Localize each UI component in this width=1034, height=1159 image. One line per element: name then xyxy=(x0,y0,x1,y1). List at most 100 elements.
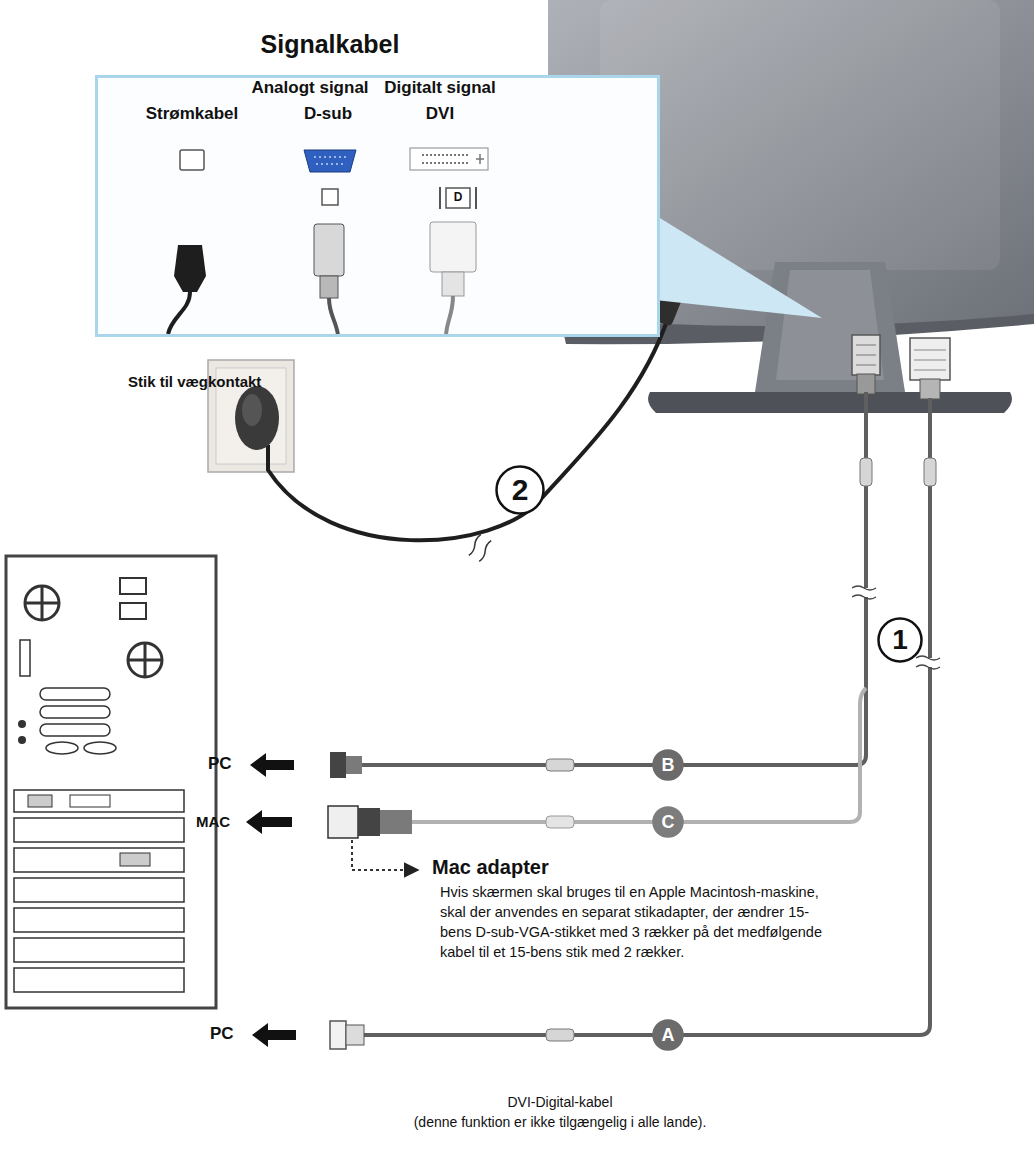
inset-heading: Signalkabel xyxy=(205,30,455,59)
pc-tower-part xyxy=(18,736,26,744)
pc-tower-part xyxy=(14,908,184,932)
signal-inset-part xyxy=(442,272,464,296)
pc-tower-part xyxy=(40,724,110,736)
pc-connectors-part xyxy=(330,752,346,778)
connector-name: DVI xyxy=(410,104,470,124)
signal-cable-part xyxy=(860,458,872,486)
signal-inset-part xyxy=(430,222,476,272)
pc-tower-part xyxy=(120,578,146,594)
pc-connectors-part xyxy=(346,1025,364,1045)
computer-label: PC xyxy=(208,754,248,774)
adapter-note: Hvis skærmen skal bruges til en Apple Ma… xyxy=(440,882,832,962)
callout-text: B xyxy=(662,756,675,774)
signal-inset-part xyxy=(476,154,484,164)
pc-tower-part xyxy=(14,968,184,992)
signal-inset-part xyxy=(446,188,470,208)
pc-tower-part xyxy=(120,603,146,619)
power-cord-part xyxy=(268,318,668,540)
callout-text: C xyxy=(662,813,675,831)
power-cord-part xyxy=(235,386,279,450)
pc-connectors-part xyxy=(352,840,418,870)
pc-tower-part xyxy=(70,795,110,807)
signal-inset-part xyxy=(440,187,476,209)
monitor-plugs-part xyxy=(857,374,875,394)
pc-tower-part xyxy=(128,643,162,677)
outlet-label: Stik til vægkontakt xyxy=(128,373,328,390)
power-cord-part xyxy=(242,394,262,426)
monitor-back-part xyxy=(755,262,905,392)
pc-tower-part xyxy=(46,742,78,754)
cable-note: (denne funktion er ikke tilgængelig i al… xyxy=(300,1114,820,1130)
pc-connectors-part xyxy=(250,753,294,777)
signal-inset-part xyxy=(174,245,206,292)
callout-number: 1 xyxy=(877,617,923,663)
monitor-plugs-part xyxy=(856,345,876,346)
pc-tower-part xyxy=(20,640,30,676)
signal-cable xyxy=(360,392,941,1041)
signal-cable-part xyxy=(546,1029,574,1041)
callout-text: A xyxy=(662,1026,675,1044)
pc-tower-part xyxy=(40,688,110,700)
connector-name: D-sub xyxy=(288,104,368,124)
signal-inset-part xyxy=(320,276,338,298)
power-cord-part xyxy=(468,534,493,562)
circle-shape xyxy=(497,467,544,514)
pc-tower xyxy=(6,556,216,1008)
pc-connectors-part xyxy=(328,806,358,838)
pc-tower-part xyxy=(6,556,216,1008)
monitor-back-part xyxy=(648,392,1012,413)
pc-tower-part xyxy=(14,818,184,842)
pc-connectors-part xyxy=(380,810,412,834)
monitor-plugs-part xyxy=(914,360,946,361)
signal-cable-part xyxy=(916,656,940,669)
dvi-mark: D xyxy=(448,190,468,204)
signal-cable-part xyxy=(412,688,866,822)
signal-type: Analogt signal xyxy=(245,78,375,98)
cable-letter: C xyxy=(652,806,684,838)
monitor-plugs-part xyxy=(914,350,946,351)
signal-inset-part xyxy=(180,150,204,170)
signal-inset xyxy=(95,75,822,337)
monitor-plugs-part xyxy=(914,370,946,371)
signal-cable-part xyxy=(546,816,574,828)
cable-caption: DVI-Digital-kabel xyxy=(410,1094,710,1110)
pc-connectors-part xyxy=(330,1021,346,1049)
pc-tower-part xyxy=(40,706,110,718)
signal-cable-part xyxy=(852,586,876,599)
circle-shape xyxy=(654,1021,683,1050)
monitor-plugs-part xyxy=(920,379,940,399)
signal-cable-part xyxy=(546,759,574,771)
monitor-plugs-part xyxy=(910,338,950,380)
signal-inset-part xyxy=(322,189,338,205)
monitor-plugs xyxy=(852,335,950,399)
signal-inset-part xyxy=(314,224,344,276)
monitor-plugs-part xyxy=(852,335,880,375)
signal-inset-part xyxy=(168,292,190,334)
monitor-plugs-part xyxy=(856,365,876,366)
pc-tower-part xyxy=(25,586,59,620)
pc-tower-part xyxy=(84,742,116,754)
pc-connectors-part xyxy=(246,810,292,834)
connector-name: Strømkabel xyxy=(127,104,257,124)
pc-tower-part xyxy=(14,848,184,872)
pc-connectors-part xyxy=(252,1023,296,1047)
pc-tower-part xyxy=(18,720,26,728)
computer-label: PC xyxy=(210,1024,250,1044)
callout-number: 2 xyxy=(495,465,545,515)
signal-inset-part xyxy=(304,150,356,172)
monitor-back-part xyxy=(776,270,884,380)
signal-type: Digitalt signal xyxy=(365,78,515,98)
cable-letter: B xyxy=(652,749,684,781)
cable-letter: A xyxy=(652,1019,684,1051)
pc-connectors-part xyxy=(346,756,362,774)
callout-text: 1 xyxy=(892,626,908,654)
pc-tower-part xyxy=(28,795,52,807)
pc-tower-part xyxy=(128,643,162,677)
circle-shape xyxy=(654,751,683,780)
signal-cable-part xyxy=(360,392,866,765)
signal-inset-part xyxy=(329,298,338,335)
pc-tower-part xyxy=(120,853,150,866)
